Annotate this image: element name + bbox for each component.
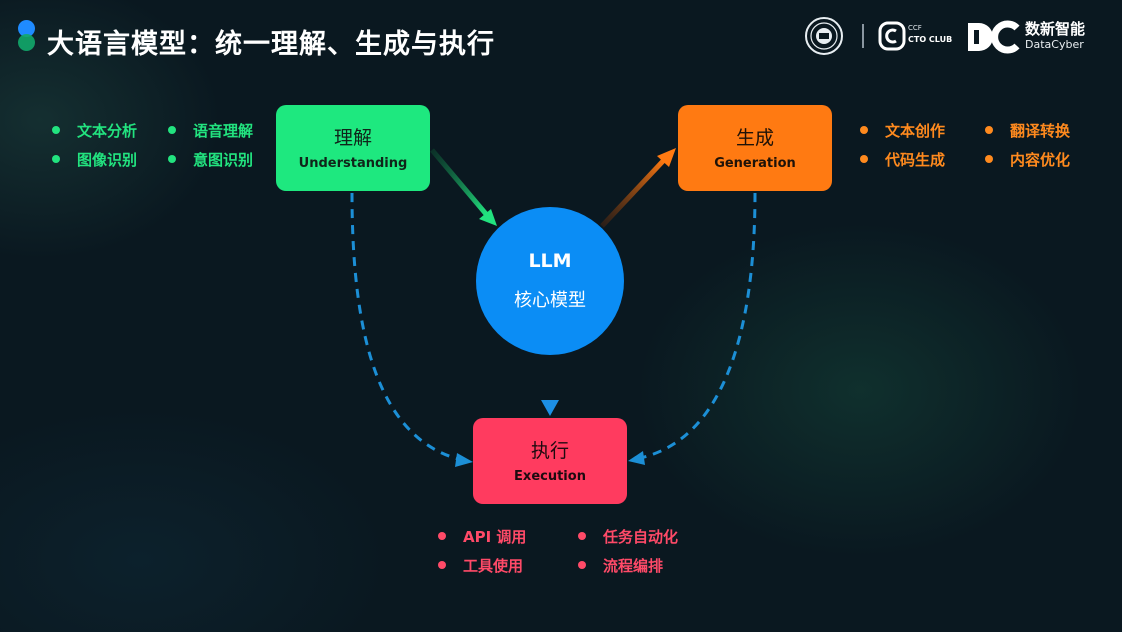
capability-text: 文本分析 (77, 122, 138, 140)
arrow-core-to-generation-head (657, 148, 676, 167)
cto-club-small-text: CCF (908, 24, 922, 32)
bullet-dot (168, 154, 176, 163)
accent-dot-green (18, 34, 35, 51)
capability-text: 图像识别 (77, 151, 138, 169)
capability-item: 流程编排 (578, 555, 663, 576)
capability-item: 文本创作 (860, 120, 945, 141)
generation-label-en: Generation (714, 155, 796, 171)
bullet-dot (578, 560, 586, 569)
capability-text: 代码生成 (885, 151, 946, 169)
accent-dot-blue (18, 20, 35, 37)
execution-label-cn: 执行 (530, 439, 569, 462)
cto-club-logo: CCF CTO CLUB (878, 18, 953, 54)
arrow-core-to-execution-head (541, 400, 559, 416)
capability-item: 代码生成 (860, 149, 945, 170)
execution-node: 执行 Execution (473, 418, 627, 504)
capability-item: 文本分析 (52, 120, 137, 141)
understanding-label-cn: 理解 (333, 126, 372, 149)
logo-divider (862, 24, 864, 48)
dc-mark-icon (968, 20, 1020, 54)
cto-club-name: CTO CLUB (908, 35, 953, 44)
bullet-dot (52, 125, 60, 134)
bullet-dot (52, 154, 60, 163)
arrow-core-to-generation (600, 158, 666, 228)
capability-item: 翻译转换 (985, 120, 1070, 141)
capability-item: API 调用 (438, 526, 526, 547)
bullet-dot (168, 125, 176, 134)
capability-item: 任务自动化 (578, 526, 678, 547)
logo-bar: CCF CTO CLUB 数新智能 DataCyber (800, 14, 1100, 58)
capability-text: 文本创作 (885, 122, 946, 140)
generation-node: 生成 Generation (678, 105, 832, 191)
bullet-dot (860, 125, 868, 134)
capability-item: 图像识别 (52, 149, 137, 170)
core-subtitle: 核心模型 (514, 290, 586, 311)
dashed-understanding-to-execution-head (455, 453, 473, 467)
understanding-node: 理解 Understanding (276, 105, 430, 191)
arrow-understanding-to-core (430, 148, 488, 216)
datacyber-en-name: DataCyber (1025, 38, 1084, 51)
bullet-dot (438, 531, 446, 540)
bullet-dot (438, 560, 446, 569)
bullet-dot (578, 531, 586, 540)
capability-item: 内容优化 (985, 149, 1070, 170)
capability-text: 翻译转换 (1010, 122, 1071, 140)
bullet-dot (985, 125, 993, 134)
bullet-dot (860, 154, 868, 163)
capability-text: 任务自动化 (603, 528, 679, 546)
datacyber-logo: 数新智能 DataCyber (965, 16, 1095, 56)
core-title: LLM (528, 250, 572, 272)
datacyber-cn-name: 数新智能 (1025, 20, 1086, 38)
dashed-understanding-to-execution (350, 192, 463, 462)
capability-text: 语音理解 (193, 122, 254, 140)
dashed-generation-to-execution (639, 192, 757, 460)
title-accent-dots (16, 20, 38, 52)
capability-item: 语音理解 (168, 120, 253, 141)
capability-item: 工具使用 (438, 555, 523, 576)
capability-text: 流程编排 (603, 557, 664, 575)
capability-text: 工具使用 (463, 557, 524, 575)
bullet-dot (985, 154, 993, 163)
arrow-understanding-to-core-head (479, 209, 497, 226)
ccf-seal-logo (805, 17, 843, 55)
page-title: 大语言模型：统一理解、生成与执行 (47, 29, 495, 60)
cto-club-mark-icon (878, 21, 906, 51)
llm-core-node: LLM 核心模型 (476, 207, 624, 355)
capability-text: API 调用 (463, 528, 527, 546)
dashed-generation-to-execution-head (628, 451, 645, 465)
understanding-label-en: Understanding (298, 155, 408, 171)
execution-label-en: Execution (514, 468, 586, 484)
capability-item: 意图识别 (168, 149, 253, 170)
capability-text: 意图识别 (193, 151, 254, 169)
capability-text: 内容优化 (1010, 151, 1071, 169)
generation-label-cn: 生成 (735, 126, 774, 149)
